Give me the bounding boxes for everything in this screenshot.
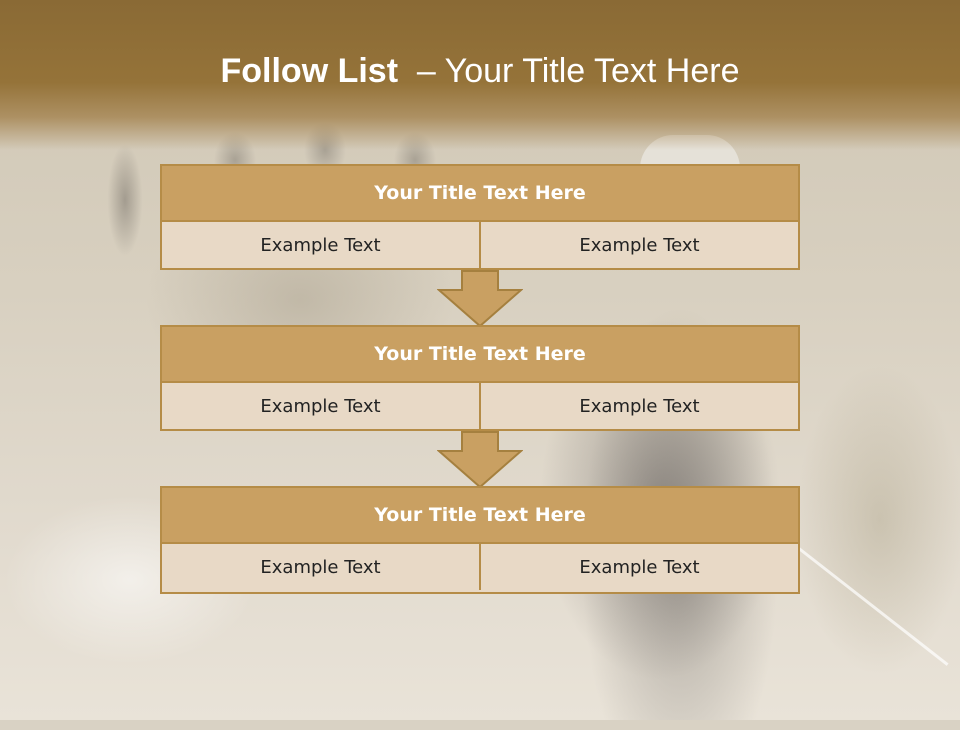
panel-title: Your Title Text Here: [162, 488, 798, 544]
panel-left-text: Example Text: [260, 234, 381, 256]
slide-title-rest: – Your Title Text Here: [407, 52, 740, 90]
list-panel-2: Your Title Text Here Example Text Exampl…: [160, 325, 800, 431]
panel-right-text: Example Text: [479, 383, 798, 429]
slide-title-bold: Follow List: [220, 52, 408, 90]
slide-title: Follow List – Your Title Text Here: [0, 52, 960, 91]
down-arrow-icon: [437, 270, 523, 328]
panel-right-text: Example Text: [479, 544, 798, 590]
panel-title: Your Title Text Here: [162, 166, 798, 222]
panel-right-text: Example Text: [479, 222, 798, 268]
list-panel-3: Your Title Text Here Example Text Exampl…: [160, 486, 800, 594]
panel-title: Your Title Text Here: [162, 327, 798, 383]
title-bar: [0, 0, 960, 150]
list-panel-1: Your Title Text Here Example Text Exampl…: [160, 164, 800, 270]
down-arrow-icon: [437, 431, 523, 489]
panel-left-text: Example Text: [260, 556, 381, 578]
panel-left-text: Example Text: [260, 395, 381, 417]
